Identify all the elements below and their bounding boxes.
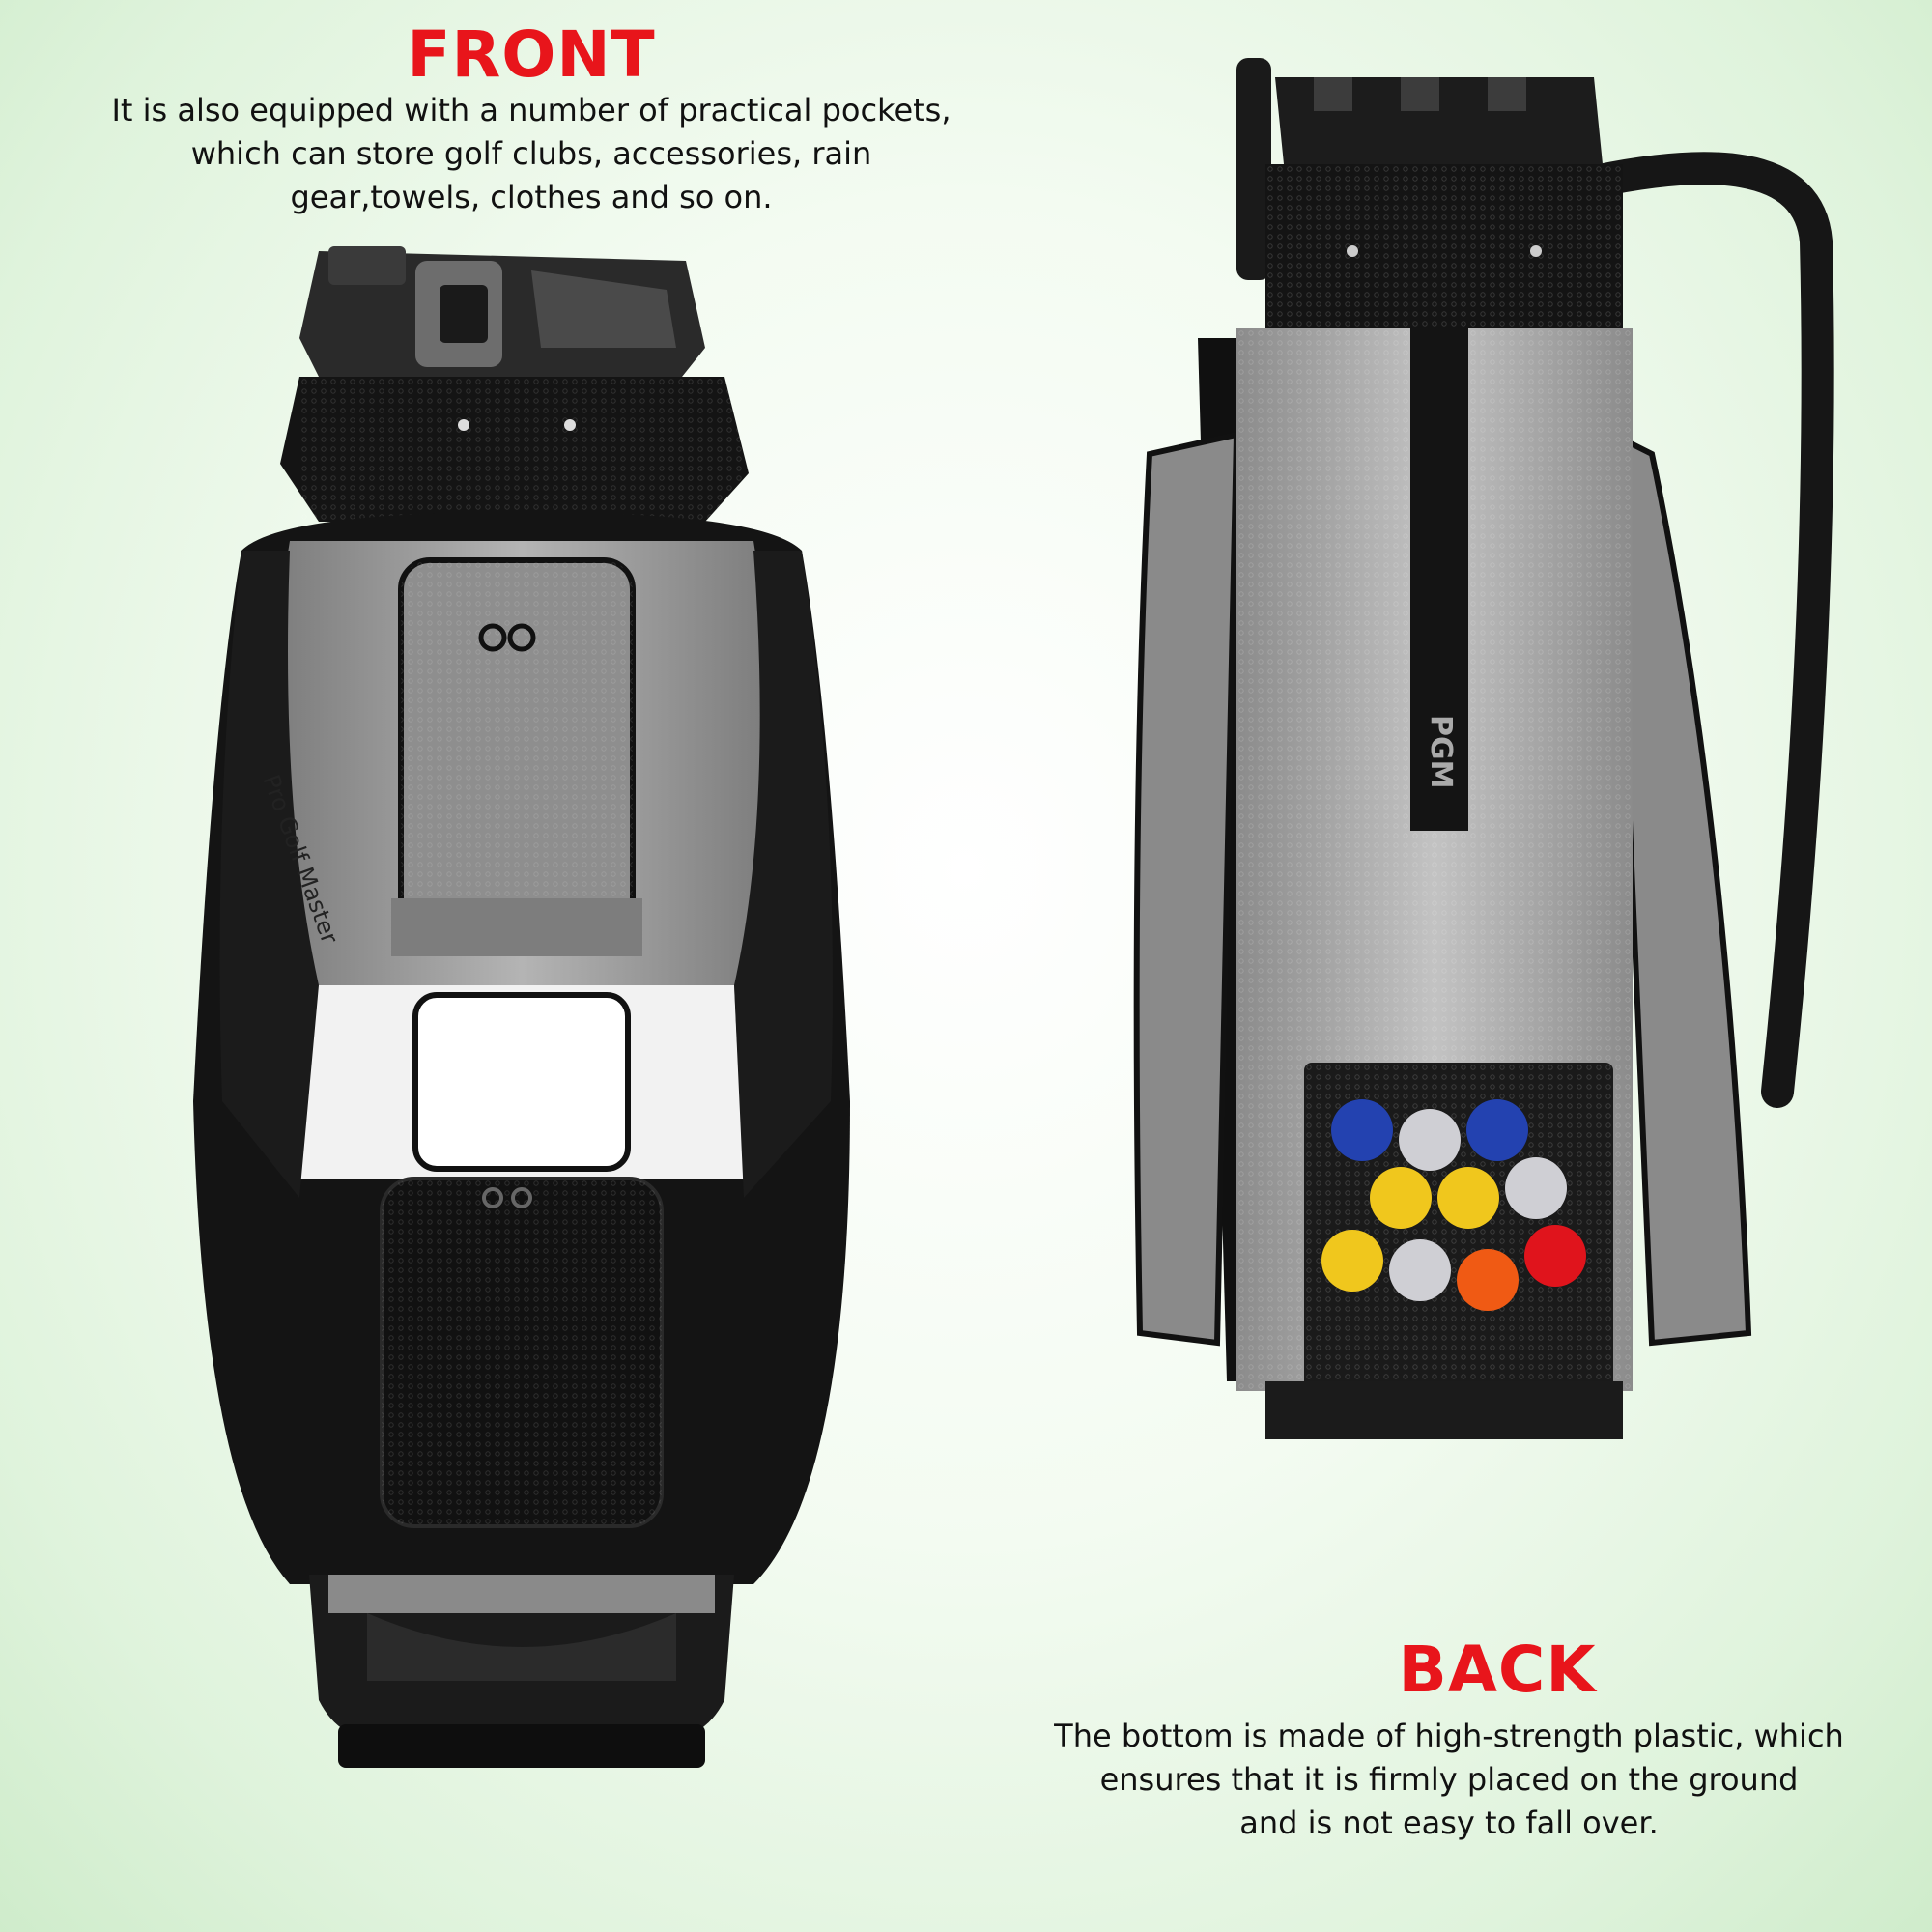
golf-ball [1399,1109,1461,1171]
back-caption-line: and is not easy to fall over. [1239,1804,1659,1841]
golf-ball [1331,1099,1393,1161]
golf-ball [1389,1239,1451,1301]
front-white-pocket [412,992,631,1172]
front-caption-line: It is also equipped with a number of pra… [111,92,952,128]
golf-ball [1524,1225,1586,1287]
golf-ball [1437,1167,1499,1229]
back-heading: BACK [1398,1633,1597,1707]
back-caption-line: The bottom is made of high-strength plas… [1054,1718,1844,1754]
front-heading: FRONT [407,17,656,92]
bag-base-back [1265,1381,1623,1439]
center-strap [1410,328,1468,831]
golf-ball [1321,1230,1383,1292]
front-caption-line: which can store golf clubs, accessories,… [190,135,872,172]
right-side-pocket [1609,430,1752,1347]
golf-ball [1466,1099,1528,1161]
golf-balls [1321,1099,1586,1311]
golf-ball [1457,1249,1519,1311]
umbrella-handle [1236,58,1271,280]
front-caption: It is also equipped with a number of pra… [58,89,1005,219]
strap-logo-text: PGM [1424,715,1458,788]
front-golf-bag-image: Pro Golf Master [193,246,850,1768]
golf-ball [1505,1157,1567,1219]
back-caption: The bottom is made of high-strength plas… [985,1715,1913,1845]
front-caption-line: gear,towels, clothes and so on. [290,179,773,215]
golf-ball [1370,1167,1432,1229]
bag-top-lid [299,246,705,396]
back-caption-line: ensures that it is firmly placed on the … [1099,1761,1799,1798]
left-side-pocket [1133,431,1240,1347]
back-golf-bag-image: PGM [1133,58,1834,1439]
shoulder-strap [1529,152,1834,1108]
